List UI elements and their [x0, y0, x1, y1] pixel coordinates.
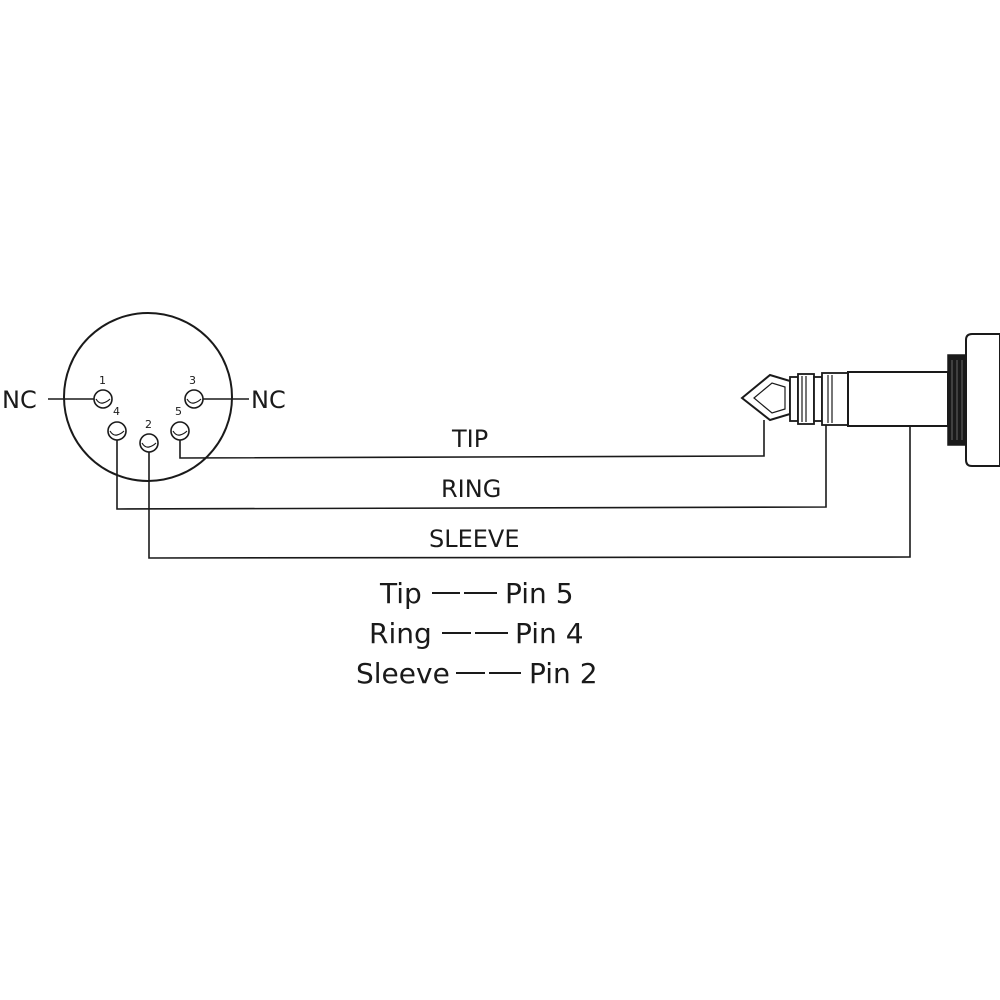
- trs-plug-body: [965, 333, 1000, 467]
- pin-4-number: 4: [113, 405, 120, 418]
- pin-3-number: 3: [189, 374, 196, 387]
- pin-legend: Tip Pin 5 Ring Pin 4 Sleeve Pin 2: [356, 577, 598, 690]
- din-pin-1: 1: [93, 374, 113, 409]
- trs-plug: [740, 333, 1000, 467]
- pin-5-number: 5: [175, 405, 182, 418]
- legend-sleeve-name: Sleeve: [356, 657, 450, 690]
- pin-2-number: 2: [145, 418, 152, 431]
- din-connector: 1 3 4 2 5: [63, 312, 233, 482]
- legend-ring-pin: Pin 4: [515, 617, 584, 650]
- tip-wire: [179, 420, 765, 459]
- nc-left-label: NC: [2, 386, 37, 414]
- legend-ring-name: Ring: [369, 617, 432, 650]
- din-pin-2: 2: [139, 418, 159, 453]
- pin-1-number: 1: [99, 374, 106, 387]
- legend-tip-pin: Pin 5: [505, 577, 574, 610]
- sleeve-wire: [148, 426, 911, 559]
- trs-plug-sleeve: [847, 371, 949, 427]
- din-connector-body: [63, 312, 233, 482]
- legend-sleeve-pin: Pin 2: [529, 657, 598, 690]
- nc-right-label: NC: [251, 386, 286, 414]
- sleeve-label: SLEEVE: [429, 525, 520, 553]
- ring-wire: [116, 425, 827, 510]
- ring-label: RING: [441, 475, 501, 503]
- legend-tip-name: Tip: [379, 577, 422, 610]
- tip-label: TIP: [451, 425, 488, 453]
